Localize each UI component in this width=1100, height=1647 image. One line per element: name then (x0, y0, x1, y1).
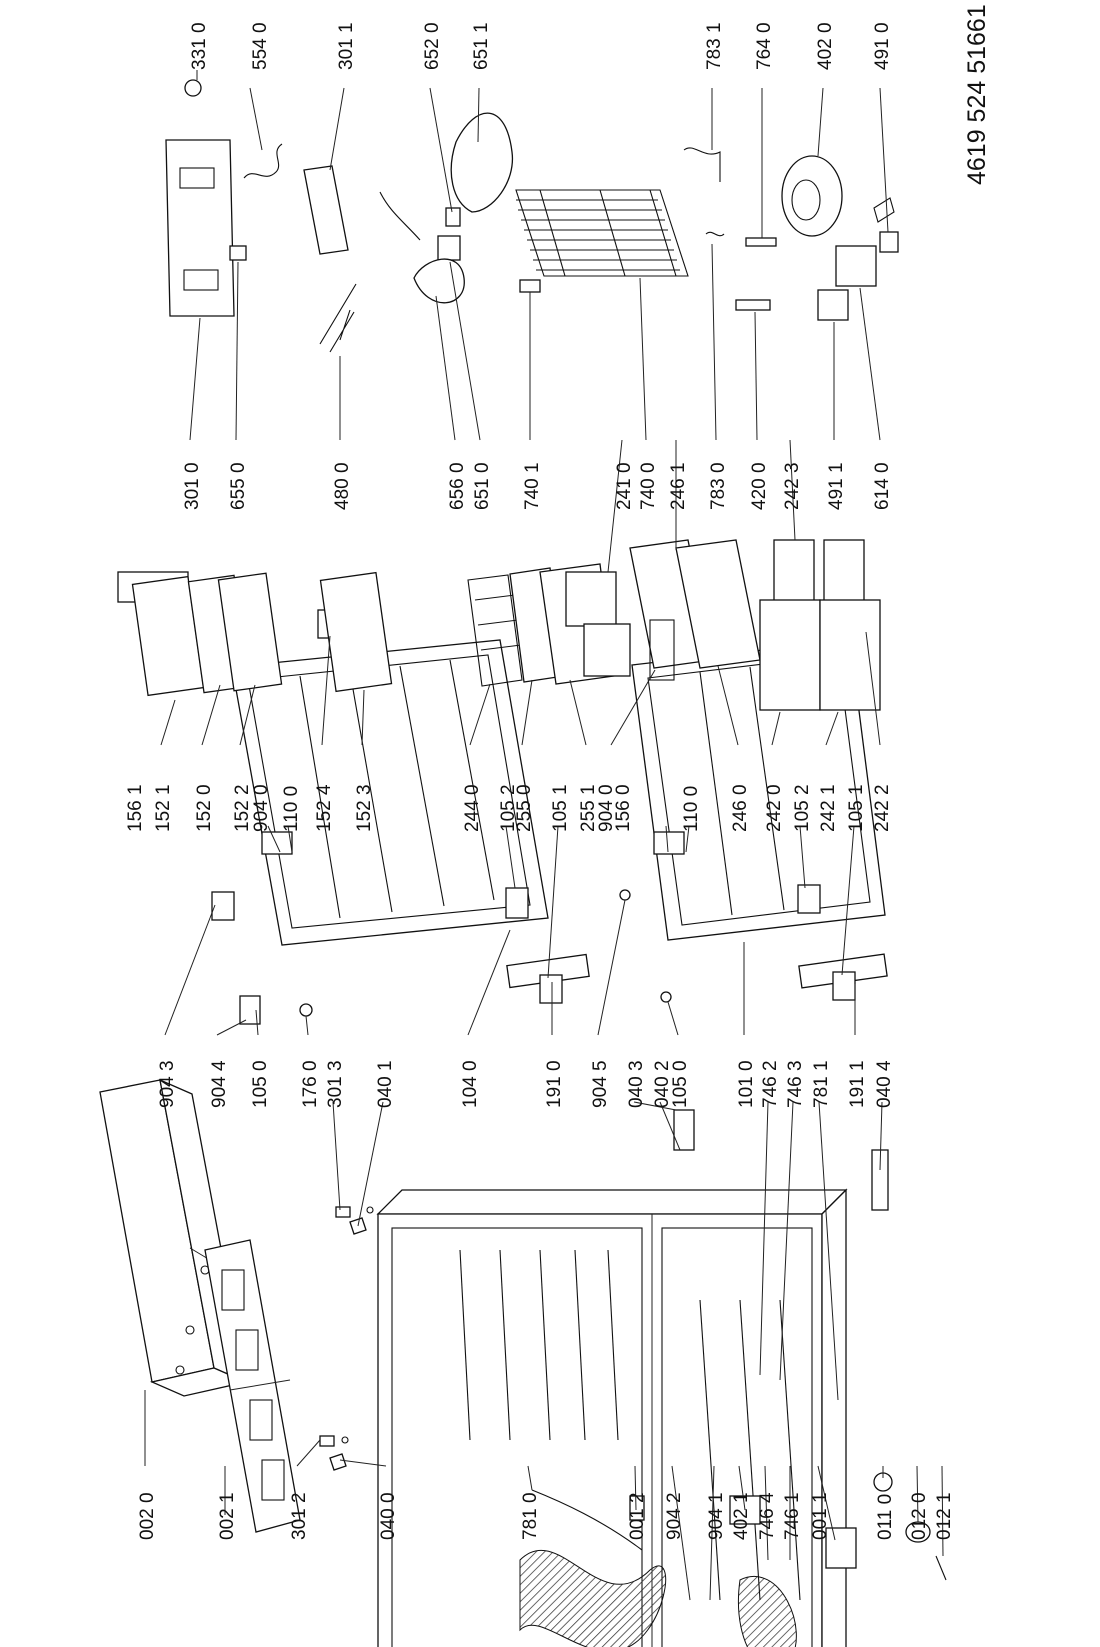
part-label: 011 0 (875, 1494, 896, 1540)
part-label: 904 3 (157, 1060, 178, 1108)
part-label: 002 0 (137, 1492, 158, 1540)
part-label: 420 0 (749, 462, 770, 510)
part-label: 101 0 (736, 1060, 757, 1108)
part-label: 152 3 (354, 784, 375, 832)
part-label: 255 0 (514, 784, 535, 832)
freezer-drawers (467, 539, 761, 687)
part-label: 001 2 (627, 1492, 648, 1540)
part-label: 244 0 (462, 784, 483, 832)
part-label: 152 0 (194, 784, 215, 832)
part-label: 746 1 (782, 1492, 803, 1540)
part-label: 904 5 (590, 1060, 611, 1108)
part-label: 191 0 (544, 1060, 565, 1108)
part-label: 002 1 (217, 1492, 238, 1540)
part-label: 402 1 (731, 1492, 752, 1540)
door-shelves (117, 571, 393, 697)
part-label: 105 0 (670, 1060, 691, 1108)
cooling-system (165, 79, 899, 353)
part-label: 040 3 (626, 1060, 647, 1108)
part-label: 301 1 (336, 22, 357, 70)
part-label: 746 2 (760, 1060, 781, 1108)
part-label: 191 1 (847, 1060, 868, 1108)
part-label: 105 1 (550, 784, 571, 832)
part-label: 491 0 (872, 22, 893, 70)
part-label: 781 0 (520, 1492, 541, 1540)
part-label: 040 2 (652, 1060, 673, 1108)
part-label: 783 0 (708, 462, 729, 510)
part-label: 331 0 (189, 22, 210, 70)
part-label: 904 4 (209, 1060, 230, 1108)
part-label: 656 0 (447, 462, 468, 510)
part-label: 614 0 (872, 462, 893, 510)
part-label: 740 0 (638, 462, 659, 510)
part-label: 242 2 (872, 784, 893, 832)
part-label: 242 0 (764, 784, 785, 832)
part-label: 104 0 (460, 1060, 481, 1108)
part-label: 110 0 (281, 786, 302, 832)
part-label: 480 0 (332, 462, 353, 510)
part-label: 152 4 (314, 784, 335, 832)
hinge-parts (211, 831, 889, 1211)
small-fittings (319, 1206, 374, 1471)
part-label: 746 3 (785, 1060, 806, 1108)
part-label: 904 1 (706, 1492, 727, 1540)
part-label: 105 0 (250, 1060, 271, 1108)
part-label: 040 4 (874, 1060, 895, 1108)
document-number: 4619 524 51661 (963, 4, 991, 185)
part-label: 246 0 (730, 784, 751, 832)
part-label: 241 0 (614, 462, 635, 510)
part-labels: 002 0 002 1 301 2 040 0 781 0 001 2 904 … (125, 22, 955, 1540)
part-label: 242 3 (782, 462, 803, 510)
freezer-door-part (231, 639, 590, 989)
crisper-drawers (759, 539, 881, 711)
part-label: 176 0 (300, 1060, 321, 1108)
condenser-coil (515, 189, 689, 293)
cabinet-body (376, 1188, 848, 1647)
part-label: 655 0 (228, 462, 249, 510)
part-label: 554 0 (250, 22, 271, 70)
part-label: 301 3 (325, 1060, 346, 1108)
part-label: 040 1 (375, 1060, 396, 1108)
part-label: 904 0 (596, 784, 617, 832)
part-label: 012 0 (909, 1492, 930, 1540)
part-label: 904 0 (251, 784, 272, 832)
part-label: 001 1 (810, 1492, 831, 1540)
part-label: 652 0 (422, 22, 443, 70)
part-label: 746 4 (757, 1492, 778, 1540)
part-label: 152 1 (153, 784, 174, 832)
part-label: 491 1 (826, 462, 847, 510)
part-label: 255 1 (578, 784, 599, 832)
part-label: 301 0 (182, 462, 203, 510)
part-label: 040 0 (378, 1492, 399, 1540)
part-label: 105 1 (846, 784, 867, 832)
part-label: 156 1 (125, 784, 146, 832)
part-label: 156 0 (613, 784, 634, 832)
part-label: 105 2 (792, 784, 813, 832)
part-label: 246 1 (668, 462, 689, 510)
part-label: 740 1 (522, 462, 543, 510)
part-label: 105 2 (498, 784, 519, 832)
part-label: 781 1 (811, 1060, 832, 1108)
part-label: 301 2 (289, 1492, 310, 1540)
part-label: 012 1 (934, 1492, 955, 1540)
part-label: 783 1 (704, 22, 725, 70)
part-label: 110 0 (681, 786, 702, 832)
part-label: 402 0 (815, 22, 836, 70)
part-label: 651 0 (472, 462, 493, 510)
top-frame-part (204, 1239, 301, 1533)
part-label: 764 0 (754, 22, 775, 70)
part-label: 904 2 (664, 1492, 685, 1540)
leader-lines (144, 70, 944, 1601)
part-label: 242 1 (818, 784, 839, 832)
bottom-parts (531, 1472, 947, 1581)
part-label: 651 1 (471, 22, 492, 70)
part-label: 152 2 (232, 784, 253, 832)
